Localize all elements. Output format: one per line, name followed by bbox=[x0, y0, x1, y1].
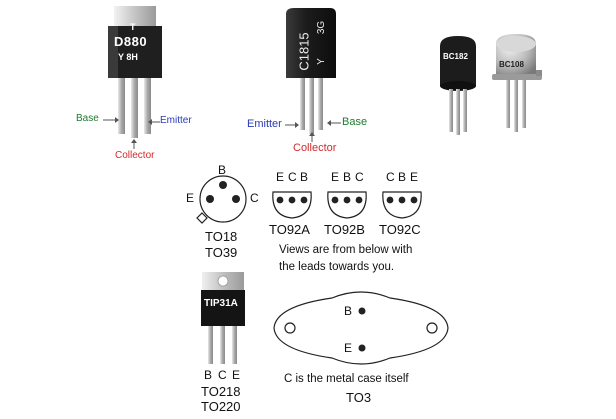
c1815-base-label: Base bbox=[342, 116, 368, 128]
d880-base-arrow-icon bbox=[103, 117, 119, 123]
c1815-emitter-arrow-icon bbox=[285, 122, 299, 128]
d880-emitter-label: Emitter bbox=[160, 115, 192, 126]
d880-emitter-arrow-icon bbox=[148, 119, 160, 125]
to18-name: TO18 bbox=[205, 229, 238, 244]
to220-pin-c: C bbox=[218, 368, 227, 382]
to18-pinout-icon bbox=[196, 175, 247, 224]
to92-pin-label: B bbox=[398, 170, 407, 184]
to3-pin-b: B bbox=[344, 304, 353, 318]
view-note-line2: the leads towards you. bbox=[279, 261, 395, 273]
c1815-collector-arrow-icon bbox=[309, 132, 315, 142]
to92-pinout-icon bbox=[272, 191, 312, 219]
c1815-marking-main: C1815 bbox=[296, 32, 312, 71]
d880-marking-line1: T bbox=[130, 22, 136, 32]
tip31a-transistor-illustration bbox=[201, 272, 245, 364]
bc182-marking: BC182 bbox=[443, 52, 468, 61]
to3-pinout-icon bbox=[273, 291, 449, 365]
c1815-marking-y: Y bbox=[315, 58, 327, 65]
to92-pin-label: E bbox=[410, 170, 419, 184]
d880-marking-line3: Y 8H bbox=[118, 52, 138, 62]
c1815-base-arrow-icon bbox=[327, 120, 341, 126]
to92-pin-label: C bbox=[355, 170, 364, 184]
to92-pin-label: C bbox=[288, 170, 297, 184]
to3-name: TO3 bbox=[346, 390, 372, 405]
to92-name: TO92B bbox=[324, 222, 365, 237]
to220-pin-b: B bbox=[204, 368, 213, 382]
to92-pin-label: B bbox=[300, 170, 309, 184]
to3-caption: C is the metal case itself bbox=[284, 373, 409, 385]
to92-name: TO92C bbox=[379, 222, 421, 237]
to92-pin-label: C bbox=[386, 170, 395, 184]
to92-pin-label: E bbox=[276, 170, 285, 184]
bc108-marking: BC108 bbox=[499, 60, 524, 69]
to220-name: TO220 bbox=[201, 399, 241, 414]
c1815-marking-3g: 3G bbox=[316, 20, 328, 35]
to18-pin-e: E bbox=[186, 191, 195, 205]
to39-name: TO39 bbox=[205, 245, 238, 260]
to220-pin-e: E bbox=[232, 368, 241, 382]
c1815-emitter-label: Emitter bbox=[247, 118, 282, 130]
to92-pin-label: B bbox=[343, 170, 352, 184]
to92-name: TO92A bbox=[269, 222, 310, 237]
c1815-collector-label: Collector bbox=[293, 142, 337, 154]
d880-base-label: Base bbox=[76, 113, 99, 124]
bc108-transistor-illustration bbox=[492, 34, 542, 132]
d880-collector-arrow-icon bbox=[131, 139, 137, 149]
to3-pin-e: E bbox=[344, 341, 353, 355]
d880-collector-label: Collector bbox=[115, 150, 155, 161]
to92-pinout-icon bbox=[382, 191, 422, 219]
to92-pin-label: E bbox=[331, 170, 340, 184]
d880-marking-line2: D880 bbox=[114, 34, 148, 49]
c1815-transistor-illustration bbox=[286, 8, 336, 134]
to18-pin-b: B bbox=[218, 163, 227, 177]
tip31a-marking: TIP31A bbox=[204, 298, 238, 309]
to218-name: TO218 bbox=[201, 384, 241, 399]
to18-pin-c: C bbox=[250, 191, 259, 205]
bc182-transistor-illustration bbox=[440, 36, 476, 135]
d880-transistor-illustration bbox=[108, 6, 162, 138]
to92-pinout-icon bbox=[327, 191, 367, 219]
view-note-line1: Views are from below with bbox=[279, 244, 413, 256]
